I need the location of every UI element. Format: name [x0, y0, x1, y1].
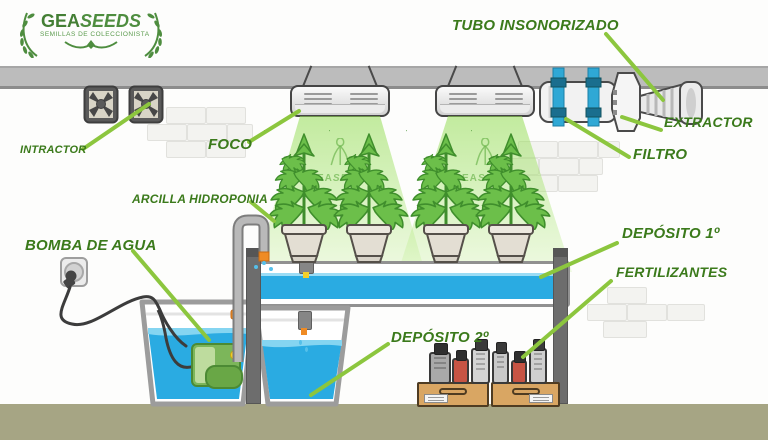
- intake-fan-icon: [128, 85, 164, 124]
- pump-riser-pipe: [232, 214, 273, 362]
- crate-handle: [511, 388, 540, 395]
- power-cord: [59, 285, 188, 348]
- hydro-channel-deposito-1: [250, 261, 570, 307]
- wooden-crate: [417, 382, 489, 407]
- label-intractor: INTRACTOR: [20, 144, 87, 156]
- crate-handle: [439, 388, 467, 395]
- cannabis-plant: [471, 130, 551, 230]
- hydro-pot: [281, 223, 327, 263]
- pipe-nozzle: [258, 251, 270, 262]
- wooden-crate: [491, 382, 560, 407]
- bottle-cap: [533, 339, 545, 351]
- intake-fan-icon: [83, 85, 119, 124]
- leg-cap: [246, 248, 261, 258]
- laurel-right-icon: [144, 12, 163, 58]
- label-bomba-de-agua: BOMBA DE AGUA: [25, 237, 157, 254]
- fertilizer-bottle: [511, 360, 527, 384]
- label-fertilizantes: FERTILIZANTES: [616, 264, 728, 280]
- label-arcilla-hidroponia: ARCILLA HIDROPONIA: [132, 192, 268, 206]
- fertilizer-bottle: [452, 358, 469, 384]
- logo-ornament-icon: [64, 40, 118, 49]
- grow-light: [290, 85, 390, 117]
- fertilizer-bottle: [429, 352, 451, 384]
- label-deposito-1: DEPÓSITO 1º: [622, 225, 720, 242]
- water-drop: [305, 347, 308, 352]
- label-foco: FOCO: [208, 136, 253, 153]
- brand-tagline: SEMILLAS DE COLECCIONISTA: [40, 31, 150, 38]
- cannabis-plant: [329, 130, 409, 230]
- hydro-pot: [423, 223, 469, 263]
- channel-water: [255, 273, 565, 299]
- brand-name: GEASEEDS: [40, 11, 142, 31]
- water-drop: [299, 340, 302, 345]
- dripper-tip: [301, 328, 307, 335]
- floor: [0, 404, 768, 440]
- fertilizer-bottle: [492, 351, 509, 384]
- grow-light: [435, 85, 535, 117]
- label-tubo-insonorizado: TUBO INSONORIZADO: [452, 17, 619, 34]
- crate-label: [529, 394, 553, 403]
- dripper-tip: [303, 272, 309, 278]
- label-filtro: FILTRO: [633, 146, 688, 163]
- bottle-cap: [475, 339, 488, 351]
- laurel-left-icon: [19, 12, 38, 58]
- bottle-cap: [496, 342, 507, 354]
- label-deposito-2: DEPÓSITO 2º: [391, 329, 489, 346]
- strap: [552, 67, 565, 127]
- bottle-cap: [434, 343, 448, 355]
- fertilizer-bottle: [471, 348, 490, 384]
- label-extractor: EXTRACTOR: [664, 114, 753, 130]
- fertilizer-bottle: [529, 348, 547, 384]
- brand-logo: GEASEEDS SEMILLAS DE COLECCIONISTA: [16, 6, 166, 62]
- hydro-pot: [346, 223, 392, 263]
- bottle-cap: [514, 351, 526, 363]
- hydro-pot: [488, 223, 534, 263]
- wall-socket: [60, 257, 88, 289]
- table-leg-left: [246, 256, 261, 404]
- crate-label: [424, 394, 448, 403]
- watermark-roots-icon: [330, 137, 350, 166]
- bottle-cap: [456, 350, 467, 361]
